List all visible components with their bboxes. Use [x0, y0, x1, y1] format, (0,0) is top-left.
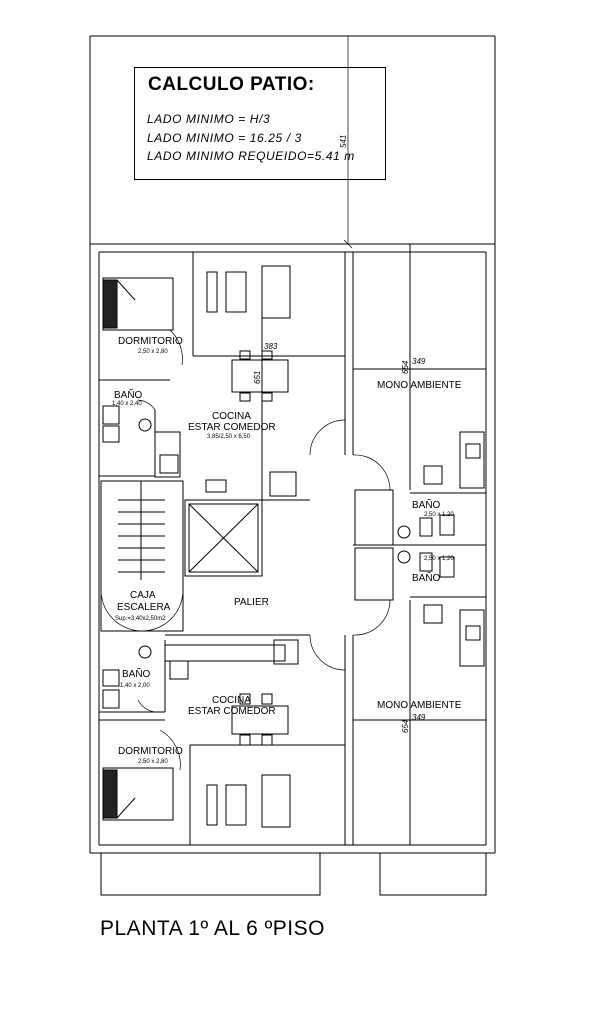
door-palier-right-icon — [352, 454, 391, 491]
sink-right-1-icon — [397, 525, 411, 539]
estar-comedor-top-label: ESTAR COMEDOR — [188, 422, 276, 433]
dormitorio-bottom-label: DORMITORIO — [118, 746, 183, 757]
mono-bottom-width-dim: 349 — [412, 713, 426, 722]
bidet-right-2-icon — [419, 552, 433, 572]
kitchen-bottom-stove — [169, 660, 189, 680]
bed-bottom-fold — [116, 797, 136, 819]
door-palier-top-icon — [309, 419, 346, 456]
mono-top-depth-dim: 654 — [401, 360, 410, 374]
patio-dimension-tick — [343, 239, 353, 249]
bano-right-1-size: 2,50 x 1,20 — [424, 512, 454, 518]
toilet-bottom-icon — [102, 689, 120, 709]
mono-top-label: MONO AMBIENTE — [377, 380, 462, 391]
kitchen-bottom-chair-3 — [239, 734, 251, 746]
kitchen-bottom-chair-1 — [239, 693, 251, 705]
bano-right-1-label: BAÑO — [412, 498, 441, 511]
kitchen-top-chair-2 — [261, 350, 273, 360]
kitchen-top-chair-4 — [261, 392, 273, 402]
calc-line-3: LADO MINIMO REQUEIDO=5.41 m — [147, 149, 355, 163]
fridge-top-icon — [269, 471, 297, 497]
door-dorm-top-icon — [169, 329, 183, 366]
mono-bottom-counter — [459, 609, 485, 667]
kitchen-top-table-icon — [231, 359, 289, 393]
mono-bottom-label: MONO AMBIENTE — [377, 700, 462, 711]
bidet-bottom-icon — [102, 669, 120, 687]
dormitorio-top-label: DORMITORIO — [118, 336, 183, 347]
mono-top-stove — [423, 465, 443, 485]
caja-label: CAJA — [130, 590, 156, 601]
bano-right-2-size: 2,50 x 1,20 — [424, 556, 454, 562]
bano-top-left-label: BAÑO — [114, 388, 143, 401]
door-palier-right-bottom-icon — [352, 599, 391, 636]
mono-top-sink — [465, 443, 481, 459]
dormitorio-bottom-size: 2,50 x 2,80 — [138, 759, 168, 765]
kitchen-top-chair-3 — [239, 392, 251, 402]
calc-line-1: LADO MINIMO = H/3 — [147, 112, 271, 126]
mono-bottom-sink — [465, 625, 481, 641]
plan-title: PLANTA 1º AL 6 ºPISO — [100, 917, 325, 940]
toilet-right-2-icon — [439, 556, 455, 578]
sink-bottom-icon — [138, 645, 152, 659]
kitchen-depth-dim: 651 — [253, 371, 262, 384]
bidet-right-1-icon — [419, 517, 433, 537]
kitchen-bottom-chair-2 — [261, 693, 273, 705]
palier-label: PALIER — [234, 597, 269, 608]
armchair-bottom-icon — [225, 784, 247, 826]
bano-right-2-label: BAÑO — [412, 571, 441, 584]
side-table-bottom-icon — [206, 784, 218, 826]
calc-line-2: LADO MINIMO = 16.25 / 3 — [147, 131, 302, 145]
stair-arc — [100, 589, 184, 632]
bano-bottom-left-size: 1,40 x 2,00 — [120, 683, 150, 689]
mono-top-counter — [459, 431, 485, 489]
dormitorio-top-size: 2,50 x 2,80 — [138, 349, 168, 355]
cocina-top-label: COCINA — [212, 411, 251, 422]
elevator-icon — [188, 503, 259, 573]
bidet-top-icon — [102, 425, 120, 443]
sink-top-icon — [138, 418, 152, 432]
kitchen-bottom-counter — [164, 644, 286, 662]
mono-bottom-depth-dim: 654 — [401, 719, 410, 733]
sink-kitchen-top-icon — [205, 479, 227, 493]
kitchen-bottom-chair-4 — [261, 734, 273, 746]
cocina-top-size: 3,85/2,50 x 6,50 — [207, 434, 251, 440]
pillow-top-icon — [102, 279, 118, 329]
door-dorm-bottom-icon — [159, 729, 181, 771]
balcony-right — [379, 852, 487, 896]
estar-comedor-bottom-label: ESTAR COMEDOR — [188, 706, 276, 717]
toilet-top-icon — [102, 405, 120, 425]
stove-top-icon — [159, 454, 179, 474]
cocina-bottom-label: COCINA — [212, 695, 251, 706]
kitchen-bottom-fridge — [273, 639, 299, 665]
elevator-cross-2 — [188, 503, 259, 573]
kitchen-top-chair-1 — [239, 350, 251, 360]
door-bano-bottom-icon — [137, 699, 161, 713]
patio-calculation-title: CALCULO PATIO: — [148, 74, 315, 95]
patio-calculation-box: CALCULO PATIO: LADO MINIMO = H/3 LADO MI… — [134, 67, 386, 180]
bano-bottom-left-label: BAÑO — [122, 667, 151, 680]
palier-closet-1 — [354, 489, 394, 546]
kitchen-width-dim: 383 — [264, 342, 278, 351]
palier-closet-2 — [354, 547, 394, 601]
door-palier-bottom-icon — [309, 634, 346, 671]
mono-top-width-dim: 349 — [412, 357, 426, 366]
kitchen-bottom-table — [231, 705, 289, 735]
door-bano-top-icon — [137, 399, 156, 411]
toilet-right-1-icon — [439, 514, 455, 536]
bed-top-fold — [116, 279, 136, 301]
caja-escalera-size: Sup.=3,40x2,50m2 — [115, 616, 166, 622]
side-table-top-icon — [206, 271, 218, 313]
sofa-top-icon — [261, 265, 291, 319]
patio-height-dim: 541 — [339, 135, 348, 148]
kitchen-counter-top-icon — [154, 431, 181, 478]
mono-bottom-stove — [423, 604, 443, 624]
pillow-bottom-icon — [102, 769, 118, 819]
sink-right-2-icon — [397, 550, 411, 564]
escalera-label: ESCALERA — [117, 602, 171, 613]
bano-top-left-size: 1,40 x 2,40 — [112, 401, 142, 407]
balcony-left — [100, 852, 321, 896]
armchair-top-icon — [225, 271, 247, 313]
sofa-bottom-icon — [261, 774, 291, 828]
